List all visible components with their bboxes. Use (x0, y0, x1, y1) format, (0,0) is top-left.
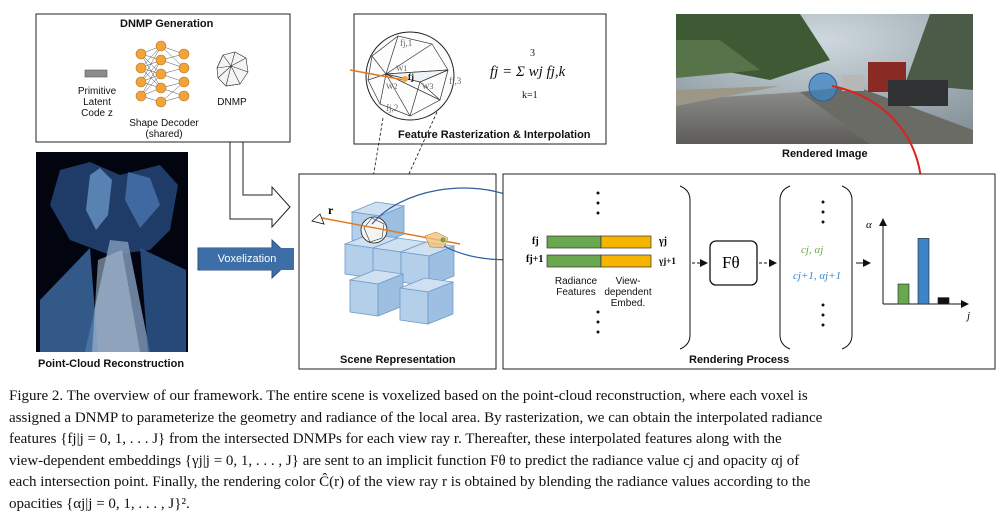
weight-label-1: W1 (396, 64, 408, 73)
caption-line: each intersection point. Finally, the re… (9, 474, 811, 490)
opacity-bar (897, 283, 910, 305)
weight-label-2: W2 (386, 82, 398, 91)
vertical-dots (596, 191, 825, 334)
f-theta-box (709, 240, 758, 286)
right-bracket (841, 185, 853, 350)
gamma-j-label: γj (659, 236, 668, 247)
decoder-label: Shape Decoder (shared) (129, 118, 199, 140)
zoom-circle (349, 31, 455, 121)
caption-line: features {fj|j = 0, 1, . . . J} from the… (9, 431, 782, 447)
generation-to-scene-arrow (229, 141, 291, 229)
latent-code-icon (84, 69, 108, 78)
figure-caption: Figure 2. The overview of our framework.… (9, 386, 997, 515)
opacity-bar-chart (879, 218, 969, 308)
j-axis-label: j (967, 310, 971, 322)
sum-upper-limit: 3 (530, 48, 535, 59)
caption-line: assigned a DNMP to parameterize the geom… (9, 409, 823, 426)
view-embed-label: View- dependent Embed. (604, 276, 652, 309)
rendered-image (676, 14, 973, 144)
dnmp-label: DNMP (217, 97, 247, 108)
output-j1-label: cj+1, αj+1 (793, 270, 842, 282)
opacity-bar (917, 238, 930, 305)
interpolation-formula: fj = Σ wj fj,k (490, 64, 566, 80)
view-embed-j1 (600, 254, 652, 268)
output-bracket (779, 185, 791, 350)
gamma-j1-label: γj+1 (659, 256, 676, 266)
feature-label-j: fj (408, 72, 414, 82)
feature-j1-label: fj+1 (526, 254, 544, 265)
caption-line: view-dependent embeddings {γj|j = 0, 1, … (9, 452, 800, 469)
scene-title: Scene Representation (340, 354, 456, 366)
output-j-label: cj, αj (801, 244, 824, 256)
f-theta-label: Fθ (722, 253, 740, 272)
rasterization-title: Feature Rasterization & Interpolation (398, 129, 591, 141)
weight-label-3: W3 (422, 82, 434, 91)
dnmp-mesh-icon (216, 51, 249, 87)
radiance-features-label: Radiance Features (554, 276, 598, 298)
opacity-bar (937, 297, 950, 305)
ray-in-scene (311, 213, 461, 249)
voxelization-label: Voxelization (200, 248, 294, 270)
caption-line: Figure 2. The overview of our framework.… (9, 388, 808, 404)
rendered-title: Rendered Image (782, 148, 868, 160)
caption-line: opacities {αj|j = 0, 1, . . . , J}². (9, 495, 190, 512)
alpha-axis-label: α (866, 219, 872, 231)
feature-label-2: fj,2 (386, 103, 399, 113)
radiance-feature-j1 (546, 254, 602, 268)
view-embed-j (600, 235, 652, 249)
pointcloud-title: Point-Cloud Reconstruction (38, 358, 185, 370)
rendering-title: Rendering Process (689, 354, 790, 366)
radiance-feature-j (546, 235, 602, 249)
generation-title: DNMP Generation (120, 18, 214, 30)
feature-label-3: fj,3 (449, 76, 462, 86)
feature-j-label: fj (532, 236, 539, 247)
point-cloud-image (36, 152, 188, 352)
framework-diagram (35, 13, 996, 370)
sum-lower-limit: k=1 (522, 90, 538, 101)
left-bracket (679, 185, 691, 350)
shape-decoder-network (135, 40, 190, 108)
feature-label-1: fj,1 (400, 38, 413, 48)
latent-code-label: Primitive Latent Code z (77, 86, 117, 119)
ray-label: r (328, 203, 334, 217)
